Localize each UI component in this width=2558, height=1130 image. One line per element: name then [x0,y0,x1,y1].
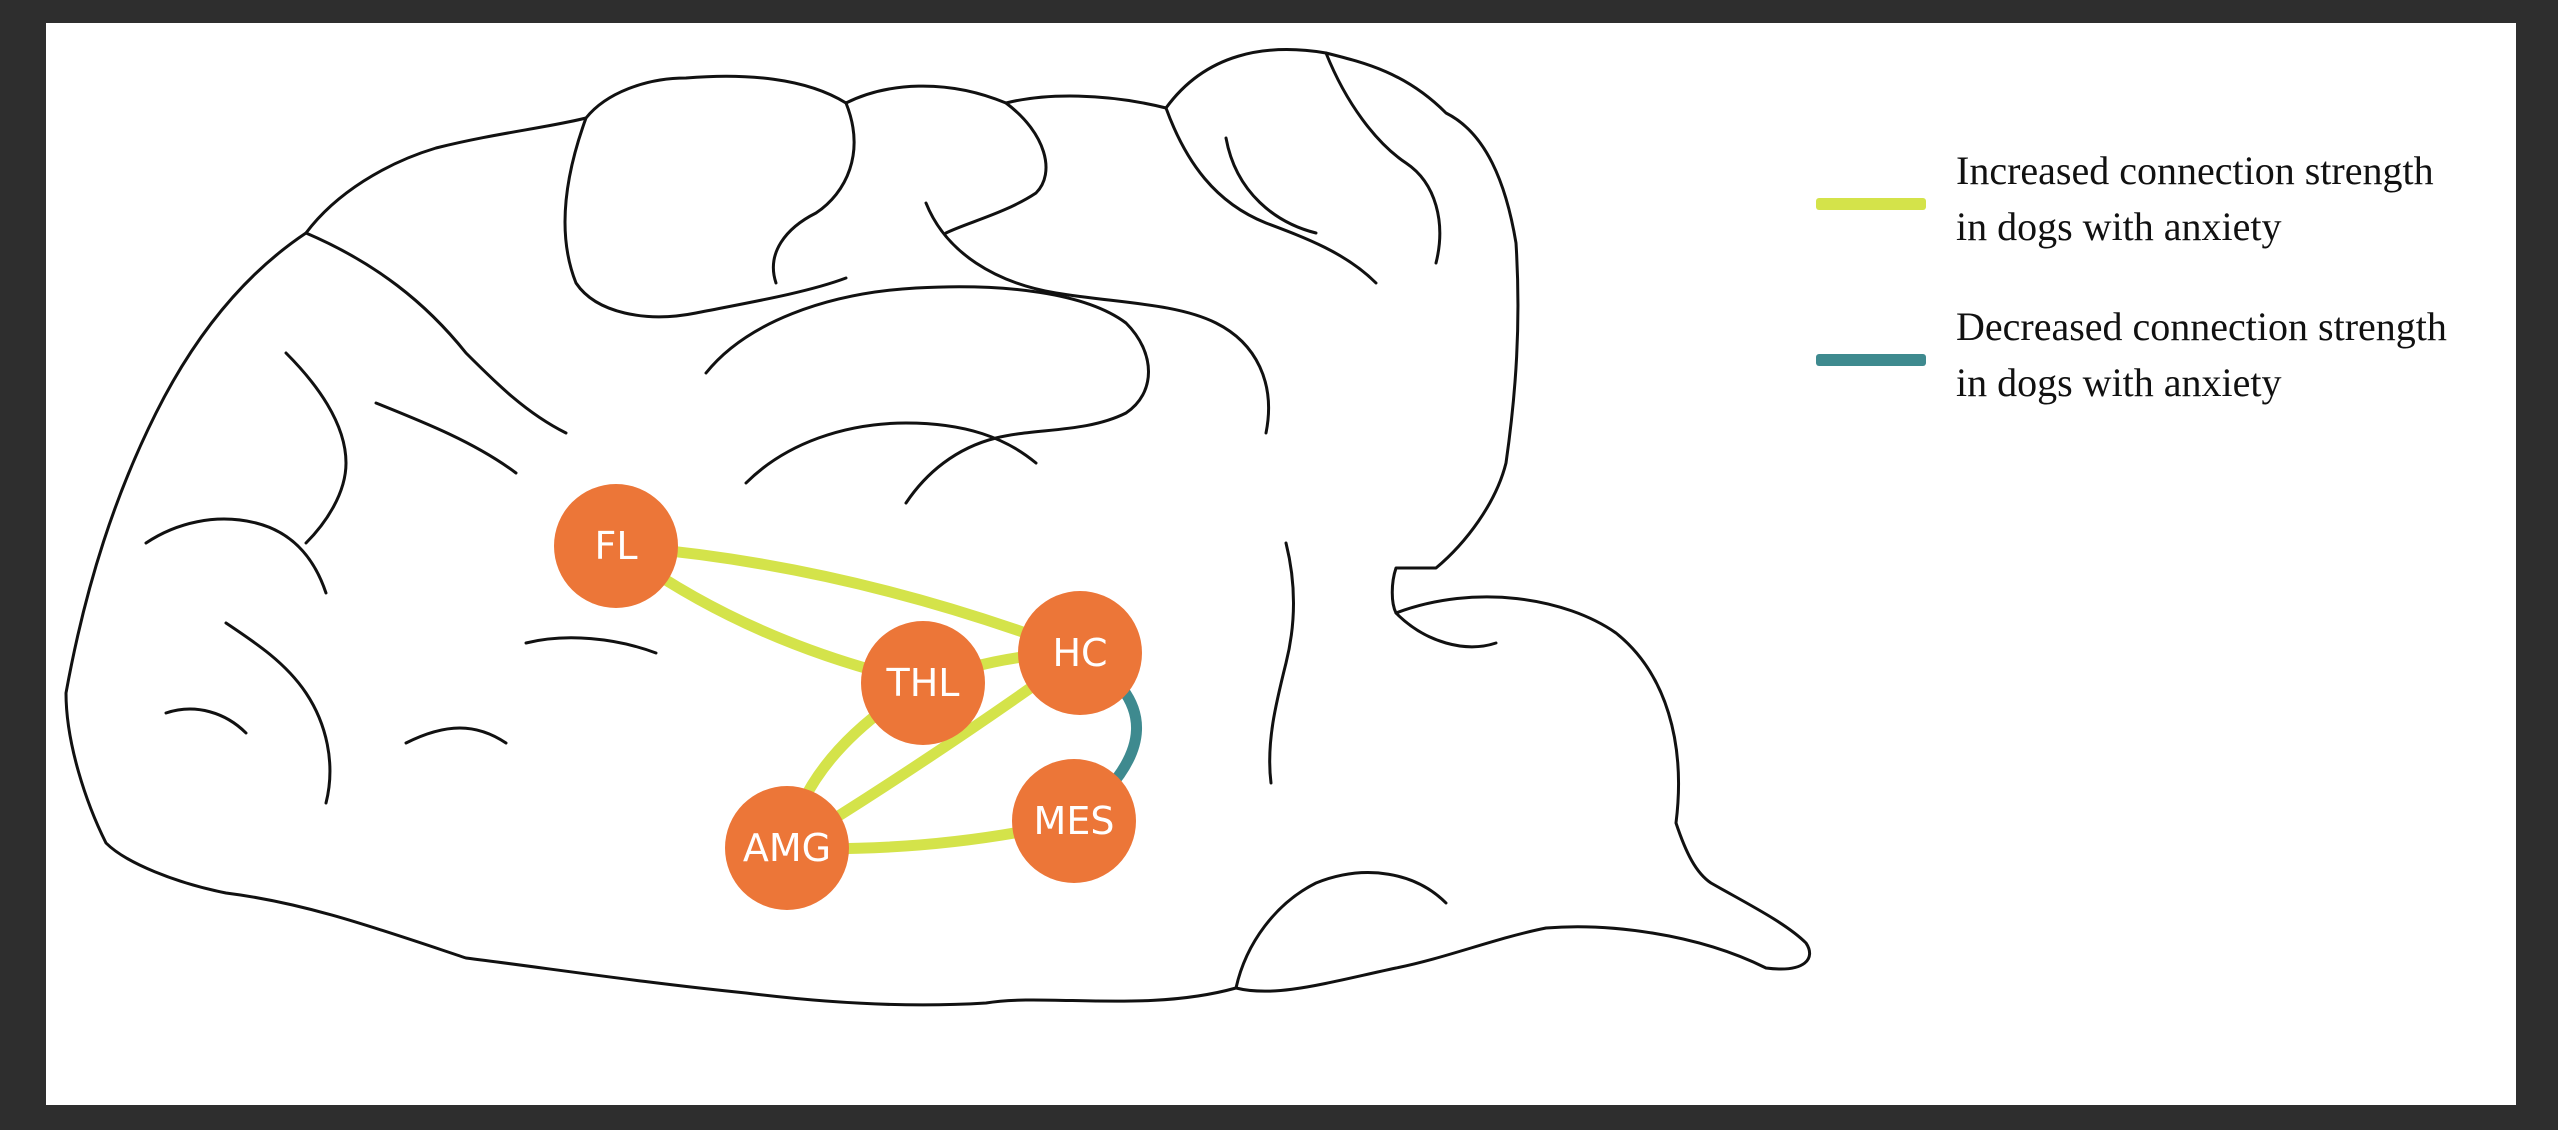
node-label: FL [594,524,637,568]
node-label: AMG [743,826,831,870]
brain-sulcus [924,201,1271,435]
brain-outline [64,48,1812,1007]
node-circle [554,484,678,608]
node-label: HC [1052,631,1107,675]
brain-sulcus [374,401,518,475]
brain-sulcus [1164,106,1378,285]
brain-sulcus [164,707,248,735]
legend-swatch-decreased [1816,354,1926,366]
node-label: THL [886,661,960,705]
node-mes: MES [1012,759,1136,883]
brain-sulcus [224,621,332,805]
brain-sulcus [404,726,508,745]
brain-sulcus [1394,611,1498,649]
brain-sulcus [1224,136,1318,235]
brain-sulcus [304,231,568,435]
brain-sulcus [524,636,658,655]
region-nodes: FL THL HC AMG MES [554,484,1142,910]
node-circle [861,621,985,745]
brain-sulcus [563,116,848,319]
node-fl: FL [554,484,678,608]
node-label: MES [1034,799,1115,843]
brain-sulcus [1324,51,1442,265]
legend-label-decreased: Decreased connection strength in dogs wi… [1956,304,2447,405]
node-amg: AMG [725,786,849,910]
brain-sulcus [144,517,328,595]
node-circle [1012,759,1136,883]
node-thl: THL [861,621,985,745]
legend-swatch-increased [1816,198,1926,210]
brain-sulcus [771,101,856,285]
brain-sulcus [1268,541,1295,785]
node-circle [1018,591,1142,715]
connection-fl-hc [610,540,1086,659]
brain-outer-contour [64,48,1812,1007]
brain-sulcus [1234,871,1448,990]
brain-network-diagram: FL THL HC AMG MES [64,48,1812,1007]
diagram-canvas: FL THL HC AMG MES Increased connection stren… [46,23,2516,1105]
brain-sulcus [704,285,1150,505]
node-circle [725,786,849,910]
brain-sulcus [744,421,1038,485]
brain-sulcus [284,351,348,545]
node-hc: HC [1018,591,1142,715]
legend-label-increased: Increased connection strength in dogs wi… [1956,148,2434,249]
brain-sulcus [944,101,1048,235]
